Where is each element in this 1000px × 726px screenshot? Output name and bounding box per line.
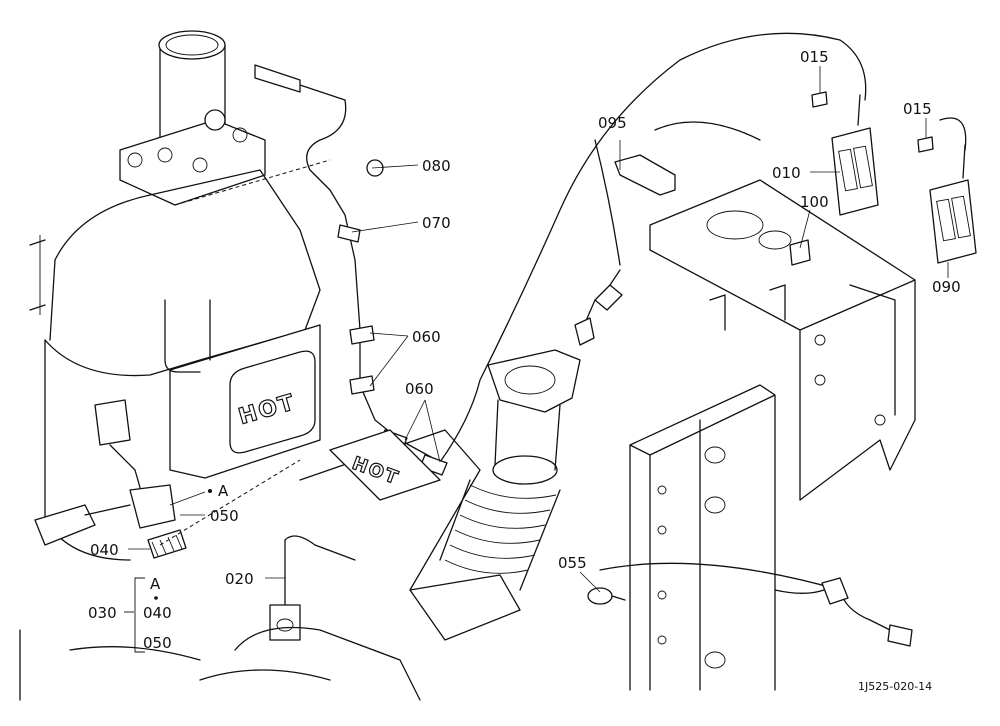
leader-lines <box>124 66 949 653</box>
dpf-housing: HOT <box>29 30 321 561</box>
label-040: 040 <box>90 541 119 559</box>
pressure-sensor-assembly <box>34 399 187 559</box>
harness-connector <box>821 577 913 647</box>
part-labels: 080 070 060 060 A 050 040 020 A 030 040 … <box>88 48 961 693</box>
bolt-015-a <box>811 91 828 108</box>
bolt-015-b <box>917 136 934 153</box>
control-module-090 <box>929 144 977 264</box>
vertical-frame-rail <box>629 384 841 691</box>
lower-muffler <box>19 626 421 701</box>
label-040-kit: 040 <box>143 604 172 622</box>
clip-100 <box>789 239 811 266</box>
label-055: 055 <box>558 554 587 572</box>
label-ref-a: A <box>218 482 229 500</box>
label-050: 050 <box>210 507 239 525</box>
label-010: 010 <box>772 164 801 182</box>
label-060-upper: 060 <box>412 328 441 346</box>
label-080: 080 <box>422 157 451 175</box>
label-015-a: 015 <box>800 48 829 66</box>
ref-a-dot <box>208 489 212 493</box>
center-heat-shield: HOT <box>329 429 441 501</box>
drawing-code: 1J525-020-14 <box>858 680 932 693</box>
exhaust-sensor-probe <box>574 269 623 346</box>
label-030: 030 <box>88 604 117 622</box>
label-095: 095 <box>598 114 627 132</box>
label-070: 070 <box>422 214 451 232</box>
ref-a-kit-dot <box>154 596 158 600</box>
pressure-tube-020 <box>269 535 356 641</box>
label-090: 090 <box>932 278 961 296</box>
frame-bracket <box>649 179 916 501</box>
clip-070 <box>337 224 361 243</box>
label-050-kit: 050 <box>143 634 172 652</box>
label-020: 020 <box>225 570 254 588</box>
temperature-sensor-top <box>204 64 347 171</box>
clamp-055 <box>587 587 626 605</box>
label-015-b: 015 <box>903 100 932 118</box>
control-module-010 <box>831 94 879 216</box>
label-100: 100 <box>800 193 829 211</box>
label-ref-a-kit: A <box>150 575 161 593</box>
label-060-lower: 060 <box>405 380 434 398</box>
exhaust-flex-pipe <box>299 349 581 641</box>
sensor-bracket-095 <box>614 154 676 196</box>
